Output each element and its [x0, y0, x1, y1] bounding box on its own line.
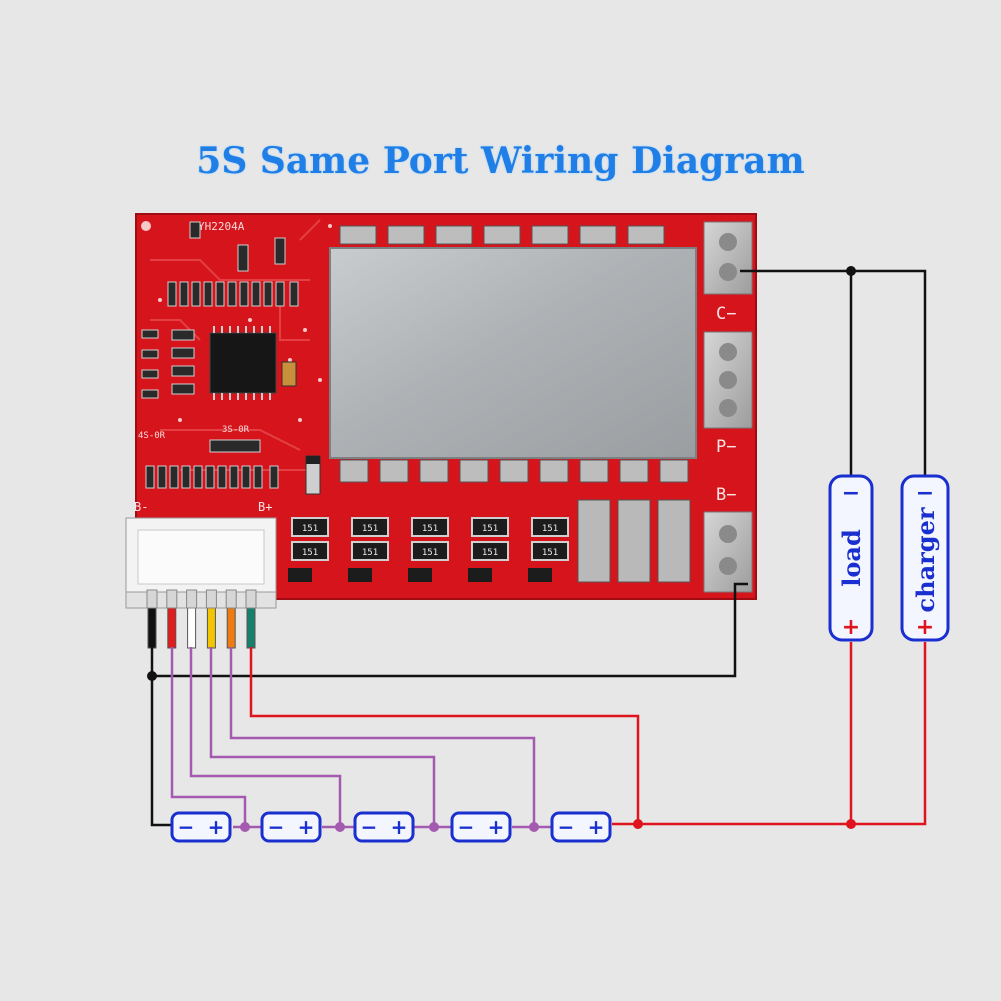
cell-body — [170, 811, 232, 843]
connector-pin-3 — [186, 589, 198, 609]
mosfet-pads — [339, 225, 689, 483]
aluminum-heatsink — [329, 247, 697, 459]
cell-minus-sign: − — [558, 815, 575, 839]
shunt-resistors — [577, 499, 691, 583]
terminal-pad-c — [703, 221, 753, 295]
cell-plus-sign: + — [588, 815, 605, 839]
resistor-code-2: 151 — [302, 548, 318, 558]
resistor-code-4: 151 — [362, 548, 378, 558]
resistor-code-1: 151 — [302, 524, 318, 534]
cell-minus-sign: − — [361, 815, 378, 839]
battery-cell-3: −+ — [353, 811, 415, 843]
connector-wire-4 — [206, 607, 216, 649]
connector-wires — [146, 589, 257, 649]
positive-wires — [249, 642, 927, 826]
balance-wires — [170, 647, 555, 829]
resistor-code-8: 151 — [482, 548, 498, 558]
resistor-2 — [291, 541, 329, 561]
load-device: − load + — [828, 474, 874, 642]
load-label: load — [837, 529, 866, 587]
connector-wire-3 — [187, 607, 197, 649]
charger-label: charger — [911, 507, 940, 612]
resistor-8 — [471, 541, 509, 561]
label-b-minus-left: B- — [134, 500, 148, 514]
label-p-minus: P− — [716, 437, 736, 457]
terminal-pad-b — [703, 511, 753, 593]
label-b-minus-right: B− — [716, 485, 736, 505]
cell-plus-sign: + — [391, 815, 408, 839]
charger-device: − charger + — [900, 474, 950, 642]
connector-pin-6 — [245, 589, 257, 609]
load-plus-sign: + — [842, 615, 860, 640]
smd-components-bottom — [145, 439, 279, 489]
resistor-3 — [351, 517, 389, 537]
smd-capacitor — [281, 361, 297, 387]
charger-minus-sign: − — [916, 481, 934, 506]
diagram-title: 5S Same Port Wiring Diagram — [196, 140, 805, 182]
connector-wire-2 — [167, 607, 177, 649]
balance-connector — [125, 517, 277, 609]
connector-pin-1 — [146, 589, 158, 609]
load-minus-sign: − — [842, 481, 860, 506]
cell-minus-sign: − — [178, 815, 195, 839]
cell-body — [353, 811, 415, 843]
ic-chip — [209, 326, 277, 400]
pcb-vias — [141, 221, 332, 422]
transistors — [288, 568, 552, 582]
charger-plus-sign: + — [916, 615, 934, 640]
resistor-code-6: 151 — [422, 548, 438, 558]
bms-board: YH2204A 4S-0R 3S-0R — [134, 213, 757, 600]
resistor-code-3: 151 — [362, 524, 378, 534]
resistor-code-10: 151 — [542, 548, 558, 558]
connector-wire-1 — [147, 607, 157, 649]
connector-pin-2 — [166, 589, 178, 609]
resistor-code-9: 151 — [542, 524, 558, 534]
cell-body — [450, 811, 512, 843]
resistor-7 — [471, 517, 509, 537]
cell-minus-sign: − — [458, 815, 475, 839]
resistor-5 — [411, 517, 449, 537]
resistor-9 — [531, 517, 569, 537]
resistor-10 — [531, 541, 569, 561]
battery-cell-5: −+ — [550, 811, 612, 843]
connector-wire-5 — [226, 607, 236, 649]
resistor-code-5: 151 — [422, 524, 438, 534]
board-model-label: YH2204A — [198, 220, 245, 233]
cell-body — [260, 811, 322, 843]
connector-pin-4 — [205, 589, 217, 609]
cell-body — [550, 811, 612, 843]
label-3s: 3S-0R — [222, 425, 250, 435]
resistor-code-7: 151 — [482, 524, 498, 534]
label-b-plus: B+ — [258, 500, 272, 514]
battery-cells: −+−+−+−+−+ — [170, 811, 612, 843]
connector-pin-5 — [225, 589, 237, 609]
balance-resistors: 151 151 151 151 151 151 151 151 151 151 — [291, 517, 569, 561]
resistor-1 — [291, 517, 329, 537]
junction-dots — [147, 266, 856, 832]
connector-wire-6 — [246, 607, 256, 649]
label-c-minus: C− — [716, 304, 736, 324]
smd-components-top — [141, 221, 299, 399]
resistor-6 — [411, 541, 449, 561]
negative-wires — [150, 269, 927, 827]
terminal-pad-p — [703, 331, 753, 429]
battery-cell-1: −+ — [170, 811, 232, 843]
battery-cell-2: −+ — [260, 811, 322, 843]
cell-plus-sign: + — [488, 815, 505, 839]
cell-plus-sign: + — [298, 815, 315, 839]
resistor-4 — [351, 541, 389, 561]
cell-plus-sign: + — [208, 815, 225, 839]
label-4s: 4S-0R — [138, 431, 166, 441]
cell-minus-sign: − — [268, 815, 285, 839]
battery-cell-4: −+ — [450, 811, 512, 843]
